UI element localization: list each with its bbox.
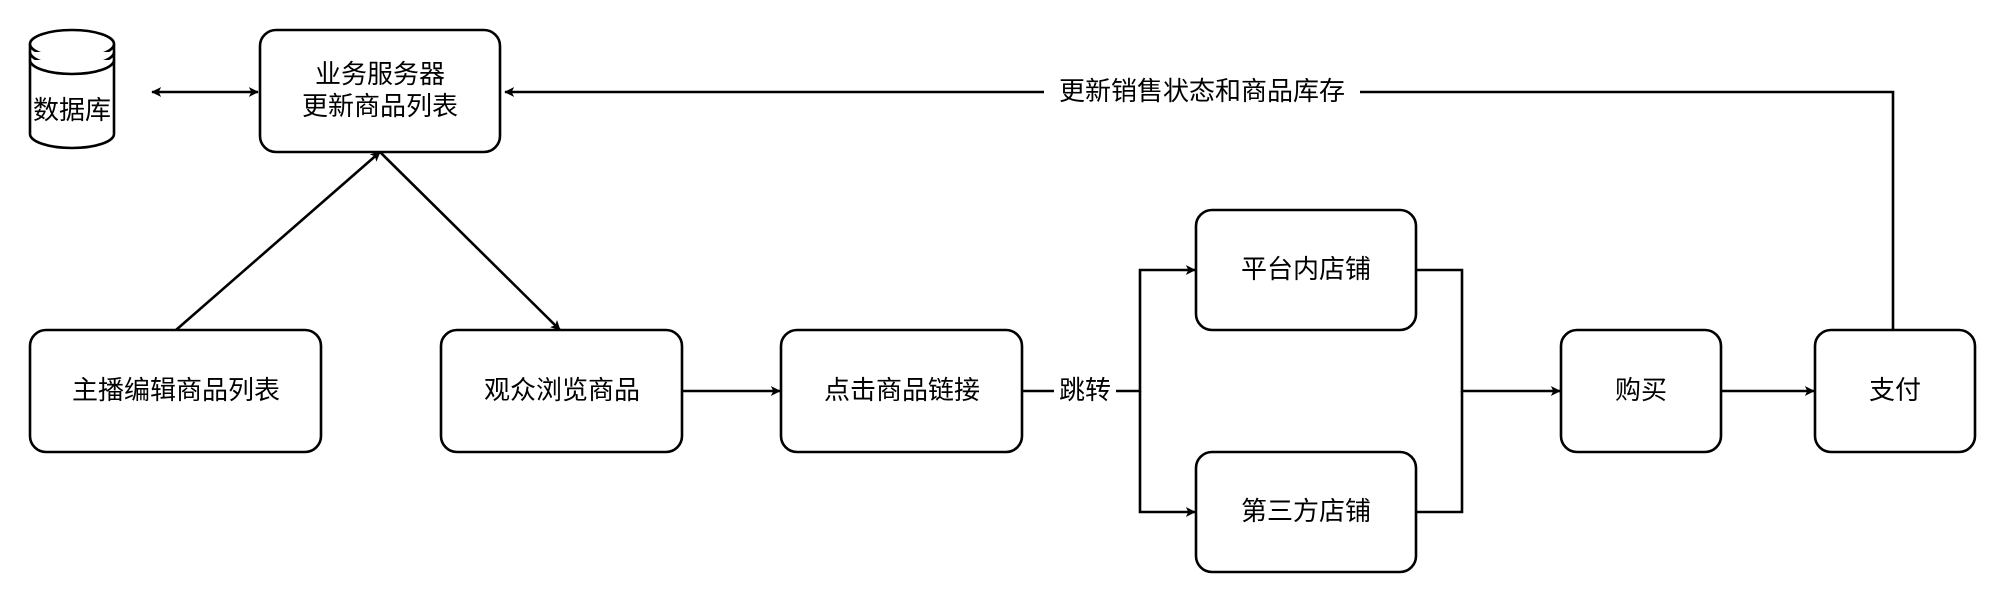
update-status-label: 更新销售状态和商品库存 xyxy=(1059,77,1345,107)
payment-node: 支付 xyxy=(1813,328,1977,454)
payment-label: 支付 xyxy=(1869,376,1921,406)
edge-third-party-to-purchase xyxy=(1416,391,1464,514)
edge-anchor-to-server xyxy=(175,151,381,331)
edge-click-to-third-party xyxy=(1138,391,1196,517)
database-node: 数据库 xyxy=(28,28,116,150)
edge-platform-to-purchase xyxy=(1416,268,1561,396)
anchor-edit-label: 主播编辑商品列表 xyxy=(72,376,280,406)
database-label: 数据库 xyxy=(33,96,111,126)
edge-label-update-status: 更新销售状态和商品库存 xyxy=(1044,74,1360,110)
edge-click-to-platform-store xyxy=(1022,265,1196,393)
platform-store-node: 平台内店铺 xyxy=(1194,208,1418,332)
platform-store-label: 平台内店铺 xyxy=(1241,255,1371,285)
click-link-node: 点击商品链接 xyxy=(779,328,1024,454)
server-label-line1: 业务服务器 xyxy=(315,60,445,90)
edge-server-to-viewer xyxy=(379,151,561,331)
purchase-label: 购买 xyxy=(1615,376,1667,406)
jump-label: 跳转 xyxy=(1059,376,1111,406)
third-party-store-node: 第三方店铺 xyxy=(1194,450,1418,574)
edge-payment-to-server xyxy=(504,87,1895,330)
viewer-browse-label: 观众浏览商品 xyxy=(484,376,640,406)
third-party-store-label: 第三方店铺 xyxy=(1241,497,1371,527)
click-link-label: 点击商品链接 xyxy=(824,376,980,406)
edge-label-jump: 跳转 xyxy=(1054,374,1116,408)
server-label-line2: 更新商品列表 xyxy=(302,92,458,122)
anchor-edit-node: 主播编辑商品列表 xyxy=(28,328,323,454)
purchase-node: 购买 xyxy=(1559,328,1723,454)
viewer-browse-node: 观众浏览商品 xyxy=(439,328,684,454)
business-server-node: 业务服务器 更新商品列表 xyxy=(258,28,502,154)
